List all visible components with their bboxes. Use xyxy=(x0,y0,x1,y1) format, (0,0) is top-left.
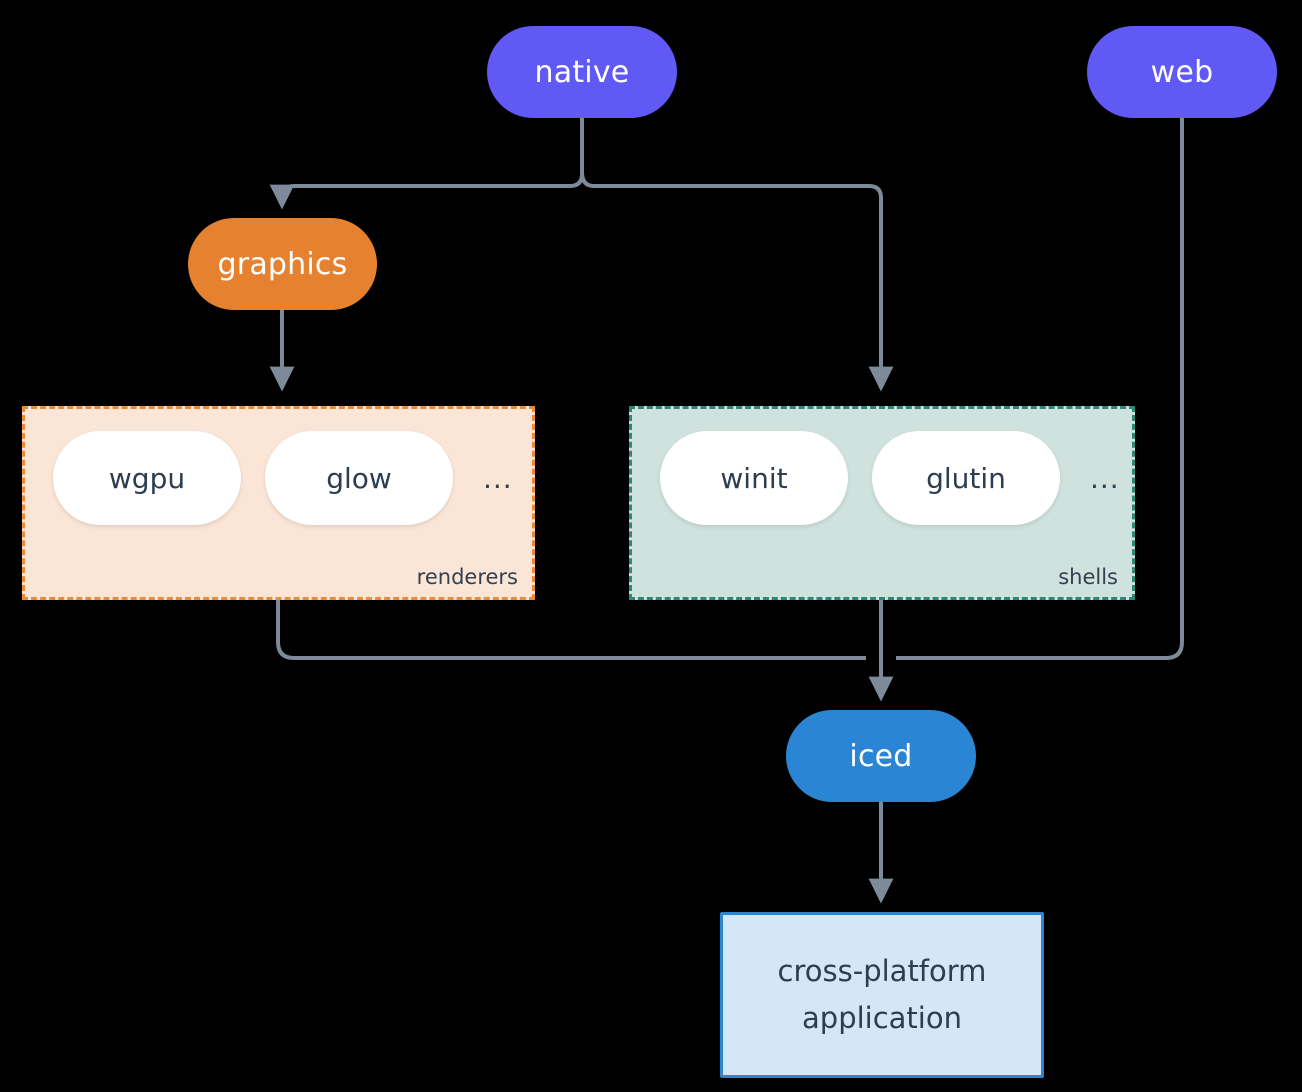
group-shells: winit glutin ... shells xyxy=(629,406,1135,600)
chip-winit[interactable]: winit xyxy=(660,431,848,525)
node-application[interactable]: cross-platform application xyxy=(720,912,1044,1078)
edge-native-to-shells xyxy=(580,171,894,392)
node-native-label: native xyxy=(534,54,630,90)
renderers-chip-row: wgpu glow ... xyxy=(53,431,519,525)
group-renderers: wgpu glow ... renderers xyxy=(22,406,535,600)
node-graphics-label: graphics xyxy=(217,246,348,282)
node-graphics[interactable]: graphics xyxy=(188,218,377,310)
chip-winit-label: winit xyxy=(720,461,788,495)
node-application-line2: application xyxy=(802,1001,962,1035)
node-web[interactable]: web xyxy=(1087,26,1277,118)
chip-glow[interactable]: glow xyxy=(265,431,453,525)
renderers-ellipsis: ... xyxy=(483,461,513,495)
node-native[interactable]: native xyxy=(487,26,677,118)
chip-glutin[interactable]: glutin xyxy=(872,431,1060,525)
chip-glow-label: glow xyxy=(326,461,392,495)
edge-native-to-graphics xyxy=(269,172,584,210)
node-application-line1: cross-platform xyxy=(777,954,987,989)
node-web-label: web xyxy=(1150,54,1214,90)
chip-glutin-label: glutin xyxy=(926,461,1006,495)
chip-wgpu-label: wgpu xyxy=(108,461,186,495)
node-iced[interactable]: iced xyxy=(786,710,976,802)
group-shells-label: shells xyxy=(1058,565,1118,589)
group-renderers-label: renderers xyxy=(416,565,518,589)
shells-ellipsis: ... xyxy=(1090,461,1120,495)
shells-chip-row: winit glutin ... xyxy=(660,431,1126,525)
node-iced-label: iced xyxy=(849,738,913,774)
chip-wgpu[interactable]: wgpu xyxy=(53,431,241,525)
edge-renderers-to-bus xyxy=(276,600,866,660)
